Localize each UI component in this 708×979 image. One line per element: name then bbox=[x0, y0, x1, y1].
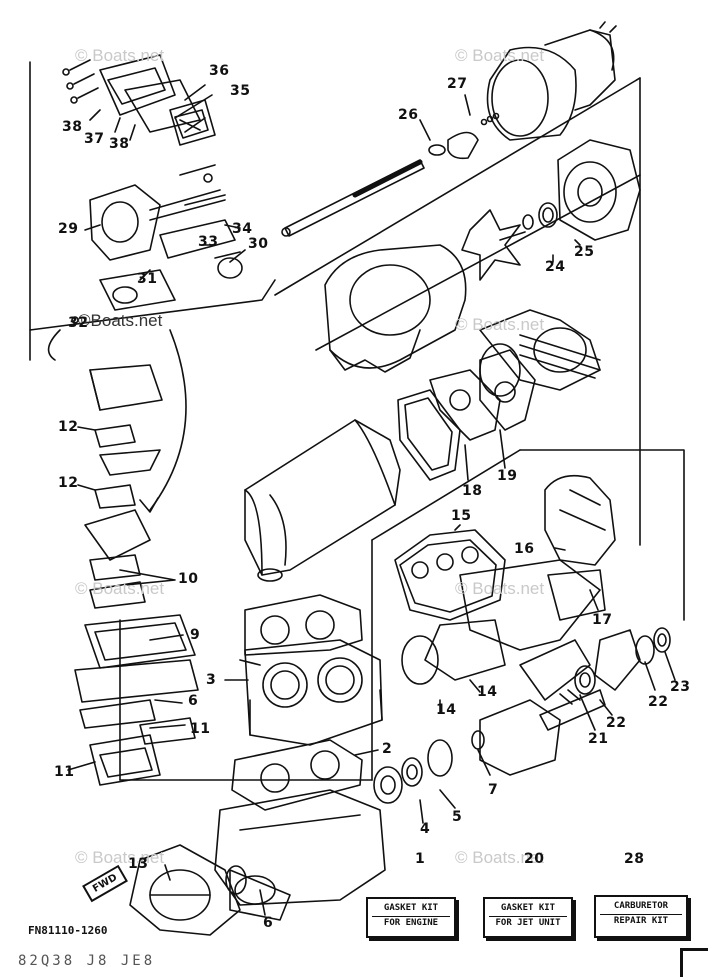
muffler bbox=[244, 419, 401, 582]
callout-17: 17 bbox=[592, 612, 613, 628]
lower-crankcase bbox=[214, 789, 386, 921]
callout-14: 14 bbox=[436, 702, 457, 718]
callout-15: 15 bbox=[451, 508, 472, 524]
callout-11: 11 bbox=[190, 721, 211, 737]
base-gasket bbox=[231, 739, 363, 811]
intake-duct bbox=[324, 244, 467, 373]
kit-subtitle: FOR ENGINE bbox=[383, 917, 439, 928]
exhaust-manifold bbox=[394, 474, 616, 701]
watermark: © Boats.net bbox=[455, 848, 545, 867]
carburetor-kit-box: CARBURETOR REPAIR KIT bbox=[594, 895, 688, 938]
kit-subtitle: FOR JET UNIT bbox=[495, 917, 561, 928]
jet-pump-housing bbox=[486, 21, 617, 141]
callout-21: 21 bbox=[588, 731, 609, 747]
callout-26: 26 bbox=[398, 107, 419, 123]
gasket-kit-jet-box: GASKET KIT FOR JET UNIT bbox=[483, 897, 573, 938]
callout-6: 6 bbox=[263, 915, 274, 931]
callout-1: 1 bbox=[415, 851, 426, 867]
corner-mark bbox=[680, 948, 708, 977]
callout-36: 36 bbox=[209, 63, 230, 79]
callout-24: 24 bbox=[545, 259, 566, 275]
cylinder-block bbox=[244, 594, 383, 746]
output-bearings bbox=[559, 627, 671, 705]
carburetor-parts bbox=[62, 54, 243, 324]
crankcase bbox=[479, 309, 601, 397]
watermark: © Boats.net bbox=[75, 579, 165, 598]
callout-22: 22 bbox=[606, 715, 627, 731]
callout-25: 25 bbox=[574, 244, 595, 260]
callout-18: 18 bbox=[462, 483, 483, 499]
impeller-housing bbox=[522, 139, 641, 241]
callout-20: 20 bbox=[524, 851, 545, 867]
watermark: © Boats.net bbox=[75, 848, 165, 867]
gasket-kit-engine-box: GASKET KIT FOR ENGINE bbox=[366, 897, 456, 938]
figure-code: FN81110-1260 bbox=[28, 924, 108, 937]
callout-35: 35 bbox=[230, 83, 251, 99]
callout-30: 30 bbox=[248, 236, 269, 252]
kit-subtitle: REPAIR KIT bbox=[613, 915, 669, 926]
callout-29: 29 bbox=[58, 221, 79, 237]
callout-27: 27 bbox=[447, 76, 468, 92]
callout-16: 16 bbox=[514, 541, 535, 557]
callout-32: 32 bbox=[68, 315, 89, 331]
callout-37: 37 bbox=[84, 131, 105, 147]
footer-code: 82Q38 J8 JE8 bbox=[18, 953, 156, 969]
callout-34: 34 bbox=[232, 221, 253, 237]
callout-13: 13 bbox=[128, 856, 149, 872]
watermark: © Boats.net bbox=[455, 315, 545, 334]
base-gaskets bbox=[397, 349, 536, 481]
callout-12: 12 bbox=[58, 419, 79, 435]
watermark: © Boats.net bbox=[455, 579, 545, 598]
drive-shaft bbox=[281, 112, 500, 237]
impeller bbox=[461, 209, 526, 281]
callout-11: 11 bbox=[54, 764, 75, 780]
callout-6: 6 bbox=[188, 693, 199, 709]
callout-14: 14 bbox=[477, 684, 498, 700]
callout-33: 33 bbox=[198, 234, 219, 250]
watermark: ©Boats.net bbox=[78, 311, 163, 330]
kit-title: CARBURETOR bbox=[600, 900, 682, 915]
watermark: © Boats.net bbox=[75, 46, 165, 65]
callout-38: 38 bbox=[62, 119, 83, 135]
kit-title: GASKET KIT bbox=[372, 902, 450, 917]
callout-3: 3 bbox=[206, 672, 217, 688]
callout-23: 23 bbox=[670, 679, 691, 695]
callout-31: 31 bbox=[137, 271, 158, 287]
flywheel-cover bbox=[129, 844, 241, 936]
callout-28: 28 bbox=[624, 851, 645, 867]
callout-12: 12 bbox=[58, 475, 79, 491]
kit-title: GASKET KIT bbox=[489, 902, 567, 917]
callout-9: 9 bbox=[190, 627, 201, 643]
callout-7: 7 bbox=[488, 782, 499, 798]
intake-manifold bbox=[74, 364, 199, 786]
callout-10: 10 bbox=[178, 571, 199, 587]
watermark: © Boats.net bbox=[455, 46, 545, 65]
callout-4: 4 bbox=[420, 821, 431, 837]
callout-19: 19 bbox=[497, 468, 518, 484]
callout-2: 2 bbox=[382, 741, 393, 757]
callout-5: 5 bbox=[452, 809, 463, 825]
callout-22: 22 bbox=[648, 694, 669, 710]
callout-38: 38 bbox=[109, 136, 130, 152]
